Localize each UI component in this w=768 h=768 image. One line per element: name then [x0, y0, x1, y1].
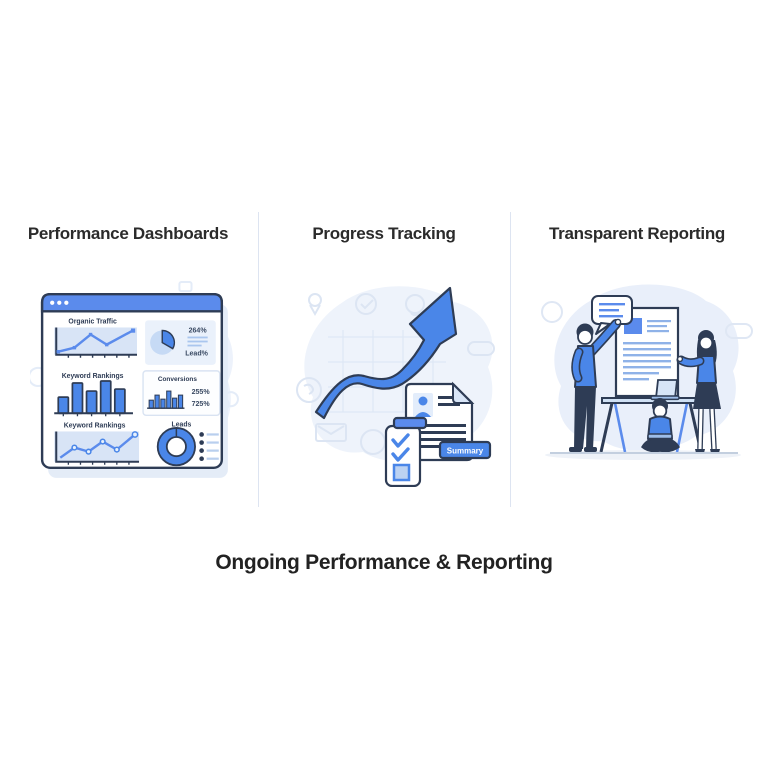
pin-tail-icon — [309, 304, 321, 317]
line-chart-ticks — [67, 354, 130, 358]
summary-tag-bg — [438, 440, 492, 460]
woman-figure — [676, 330, 721, 453]
reporting-illustration — [541, 284, 753, 460]
laptop-base — [650, 395, 680, 401]
woman-skirt — [693, 383, 721, 409]
line-chart-2-axes — [55, 431, 140, 463]
progress-illustration: Summary — [296, 286, 495, 487]
squiggle-icon — [303, 383, 314, 395]
line-chart-2-markers — [71, 431, 139, 455]
stat-label: Lead% — [185, 351, 208, 358]
line-chart-2-ticks — [67, 461, 130, 465]
envelope-flap-icon — [317, 425, 345, 436]
woman-arm-fill — [678, 357, 703, 366]
faint-chip-icon — [725, 323, 753, 339]
avatar-shoulders — [415, 412, 431, 417]
bar-chart-bars — [57, 380, 126, 415]
keyword-rankings-label: Keyword Rankings — [62, 373, 124, 380]
checkmark-icon — [391, 433, 410, 448]
organic-traffic-label: Organic Traffic — [68, 318, 117, 325]
summary-tag-label: Summary — [447, 447, 484, 456]
woman-hand — [676, 355, 684, 363]
conversions-value-2: 725% — [192, 401, 211, 408]
table-leg-inner — [613, 402, 627, 453]
doodle-bag-icon — [178, 281, 193, 293]
conversions-label: Conversions — [158, 376, 197, 383]
envelope-icon — [315, 423, 347, 442]
pin-icon — [308, 293, 322, 307]
check-circle-icon — [355, 293, 377, 315]
checkbox-square — [392, 463, 411, 482]
sitting-face — [652, 403, 668, 419]
background-grid — [328, 330, 446, 413]
conversions-panel: Conversions 255% 725% — [142, 370, 221, 417]
presenter-hand — [614, 318, 622, 326]
woman-leg-fill — [698, 408, 703, 450]
stat-lines — [187, 336, 208, 347]
sitting-person — [641, 398, 680, 453]
document-lines — [412, 396, 466, 448]
presenter-shoe — [584, 447, 597, 452]
presenter-figure — [569, 318, 622, 452]
window-titlebar — [40, 292, 224, 313]
check-icon — [360, 299, 374, 310]
checklist-clipboard — [384, 416, 428, 487]
donut-outer-outline — [156, 427, 196, 467]
bell-icon — [405, 294, 425, 314]
speech-bubble-tail — [595, 322, 611, 335]
column-divider-right — [510, 212, 511, 507]
sitting-legs-crossed — [641, 437, 680, 453]
presenter-face — [577, 329, 593, 345]
dashboard-illustration: Organic Traffic 264% Lead% Keyword Ra — [30, 281, 239, 478]
presenter-legs — [574, 387, 596, 449]
board-text-lines — [623, 320, 671, 381]
bell-clapper-icon — [410, 312, 420, 316]
presenter-shoe — [569, 447, 582, 452]
keyword-rankings-2-panel: Keyword Rankings — [54, 422, 140, 465]
woman-face — [698, 335, 714, 351]
growth-arrow — [314, 286, 458, 420]
table-leg-inner — [675, 402, 689, 453]
line-chart-axes — [55, 327, 138, 356]
column-divider-left — [258, 212, 259, 507]
stat-value: 264% — [189, 328, 208, 335]
faint-badge-icon — [541, 301, 563, 323]
speech-bubble-lines — [599, 303, 625, 318]
keyword-rankings-panel: Keyword Rankings — [54, 373, 133, 417]
leads-panel: Leads — [156, 421, 219, 467]
organic-traffic-panel: Organic Traffic — [54, 318, 138, 358]
footer-title: Ongoing Performance & Reporting — [215, 551, 553, 574]
keyword-rankings-2-label: Keyword Rankings — [64, 422, 126, 429]
pie-chart-wedge — [161, 329, 176, 350]
window-dot-icon — [64, 300, 69, 305]
summary-tag: Summary — [438, 440, 492, 460]
window-dot-icon — [57, 300, 62, 305]
leads-label: Leads — [172, 421, 192, 428]
table-leg — [599, 402, 614, 453]
donut-inner-outline — [165, 436, 187, 458]
avatar-head — [418, 396, 428, 406]
controller-icon — [467, 341, 495, 356]
line-chart-markers — [56, 328, 136, 354]
faint-icons — [296, 293, 495, 455]
sitting-laptop — [647, 433, 673, 440]
stat-pie-panel: 264% Lead% — [145, 320, 216, 365]
clipboard-clip — [392, 416, 428, 430]
checkmark-icon — [391, 447, 410, 462]
heading-performance-dashboards: Performance Dashboards — [27, 224, 229, 243]
donut-legend — [199, 432, 219, 462]
presenter-arm-down-fill — [572, 349, 582, 381]
conversions-value-1: 255% — [192, 389, 211, 396]
heading-transparent-reporting: Transparent Reporting — [548, 224, 725, 243]
heading-progress-tracking: Progress Tracking — [312, 224, 456, 243]
badge-icon — [296, 377, 322, 403]
woman-leg-fill — [710, 408, 716, 450]
window-dot-icon — [50, 300, 55, 305]
bar-chart-ticks — [62, 413, 121, 417]
